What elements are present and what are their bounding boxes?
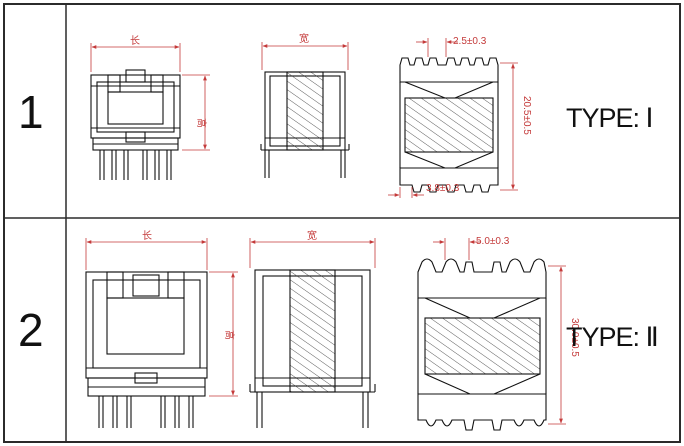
front-view-2-height-label: 高 [223, 330, 236, 340]
bottom-view-1-dimensions [388, 38, 518, 198]
side-view-2-dimensions [249, 238, 376, 268]
row-number-1: 1 [18, 86, 44, 138]
front-view-2 [85, 271, 208, 397]
bottom-view-2-row-spacing: 30.0±0.5 [569, 318, 580, 357]
side-view-1-dimensions [261, 42, 349, 70]
front-view-1 [90, 69, 181, 151]
type-label-2: TYPE: Ⅱ [566, 322, 658, 352]
side-view-2 [249, 269, 376, 428]
bottom-view-1-row-spacing: 20.5±0.5 [521, 96, 532, 135]
front-view-1-length-label: 长 [130, 35, 140, 47]
bottom-view-2-pin-pitch: 5.0±0.3 [476, 236, 510, 247]
table-frame [3, 3, 681, 443]
side-view-1-width-label: 宽 [299, 32, 309, 45]
side-view-2-width-label: 宽 [307, 229, 317, 242]
front-view-2-length-label: 长 [142, 230, 152, 242]
front-view-2-pins [98, 396, 194, 428]
row-number-2: 2 [18, 304, 44, 356]
front-view-2-dimensions [85, 238, 238, 397]
bottom-view-2 [417, 258, 547, 431]
bottom-view-1-pin-pitch: 2.5±0.3 [453, 36, 487, 47]
type-label-1: TYPE: Ⅰ [566, 103, 653, 133]
side-view-1 [260, 71, 350, 178]
bottom-view-1 [399, 57, 499, 193]
front-view-1-dimensions [90, 43, 210, 151]
front-view-1-pins [99, 150, 172, 180]
bottom-view-2-dimensions [433, 238, 566, 425]
bottom-view-1-pin-offset: 3.8±0.3 [426, 183, 460, 194]
front-view-1-height-label: 高 [195, 118, 208, 128]
